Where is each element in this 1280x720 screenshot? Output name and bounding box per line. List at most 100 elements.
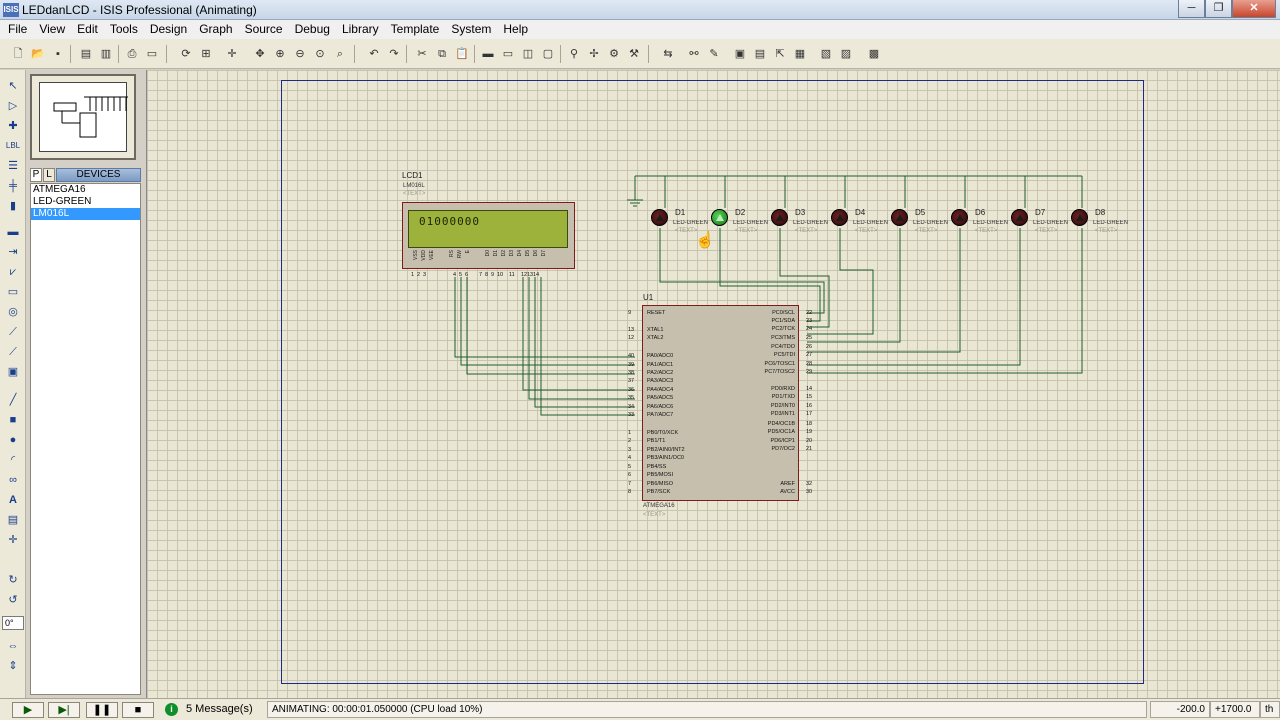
graph-mode-icon[interactable]: ⩗ — [9, 266, 17, 278]
decompose-icon[interactable]: ⚒ — [629, 48, 639, 60]
led-part-label[interactable]: LED-GREEN — [973, 220, 1009, 226]
menu-system[interactable]: System — [451, 22, 492, 36]
led-d8[interactable] — [1071, 209, 1088, 226]
step-button[interactable]: ▶| — [48, 702, 80, 718]
selection-mode-icon[interactable]: ↖ — [8, 80, 18, 92]
ares-icon[interactable]: ▩ — [868, 48, 880, 60]
block-copy-icon[interactable]: ▬ — [482, 48, 494, 60]
message-count[interactable]: 5 Message(s) — [186, 703, 253, 715]
lcd-lm016l[interactable]: 01000000 VSS VDD VEE RS RW E D0 D1 D2 D3… — [402, 202, 575, 269]
device-pins-icon[interactable]: ⇥ — [8, 246, 18, 258]
menu-edit[interactable]: Edit — [77, 22, 98, 36]
led-part-label[interactable]: LED-GREEN — [1093, 220, 1129, 226]
overview-window[interactable] — [30, 74, 136, 160]
block-delete-icon[interactable]: ▢ — [542, 48, 554, 60]
library-tab[interactable]: L — [43, 168, 55, 182]
close-button[interactable]: ✕ — [1232, 0, 1276, 18]
device-item-atmega16[interactable]: ATMEGA16 — [33, 184, 86, 195]
menu-source[interactable]: Source — [244, 22, 283, 36]
led-ref-label[interactable]: D7 — [1035, 208, 1046, 217]
print-area-icon[interactable]: ▭ — [146, 48, 158, 60]
minimize-button[interactable]: ─ — [1178, 0, 1205, 18]
led-part-label[interactable]: LED-GREEN — [673, 220, 709, 226]
led-part-label[interactable]: LED-GREEN — [793, 220, 829, 226]
led-d4[interactable] — [831, 209, 848, 226]
mcu-part-label[interactable]: ATMEGA16 — [643, 503, 675, 509]
junction-dot-icon[interactable]: ✚ — [8, 120, 18, 132]
remove-sheet-icon[interactable]: ▤ — [754, 48, 766, 60]
led-ref-label[interactable]: D4 — [855, 208, 866, 217]
message-info-icon[interactable]: i — [165, 703, 178, 716]
mirror-vertical-icon[interactable]: ⇕ — [8, 660, 18, 672]
paste-icon[interactable]: 📋 — [455, 48, 469, 60]
led-d2[interactable] — [711, 209, 728, 226]
pick-devices-tab[interactable]: P — [30, 168, 42, 182]
menu-file[interactable]: File — [8, 22, 28, 36]
play-button[interactable]: ▶ — [12, 702, 44, 718]
schematic-canvas[interactable]: LCD1 LM016L <TEXT> 01000000 VSS VDD VEE … — [146, 70, 1280, 698]
box-icon[interactable]: ■ — [9, 414, 17, 426]
text-script-icon[interactable]: ☰ — [8, 160, 18, 172]
electrical-rules-check-icon[interactable]: ▧ — [820, 48, 832, 60]
virtual-instruments-icon[interactable]: ▣ — [7, 366, 19, 378]
open-file-icon[interactable]: 📂 — [31, 48, 45, 60]
zoom-area-icon[interactable]: ⌕ — [336, 48, 344, 60]
voltage-probe-icon[interactable]: ⟋ — [9, 326, 17, 338]
menu-library[interactable]: Library — [341, 22, 379, 36]
redraw-icon[interactable]: ⟳ — [181, 48, 191, 60]
property-assignment-icon[interactable]: ✎ — [709, 48, 719, 60]
generator-icon[interactable]: ◎ — [8, 306, 18, 318]
mirror-horizontal-icon[interactable]: ⇔ — [7, 640, 19, 652]
led-part-label[interactable]: LED-GREEN — [913, 220, 949, 226]
menu-view[interactable]: View — [39, 22, 66, 36]
cut-icon[interactable]: ✂ — [417, 48, 427, 60]
menu-design[interactable]: Design — [149, 22, 188, 36]
restore-button[interactable]: ❐ — [1205, 0, 1232, 18]
netlist-transfer-icon[interactable]: ▨ — [840, 48, 852, 60]
led-ref-label[interactable]: D3 — [795, 208, 806, 217]
origin-icon[interactable]: ✛ — [227, 48, 237, 60]
mcu-ref-label[interactable]: U1 — [643, 293, 654, 302]
pan-icon[interactable]: ✥ — [255, 48, 265, 60]
marker-icon[interactable]: ✛ — [8, 534, 18, 546]
device-item-led-green[interactable]: LED-GREEN — [33, 196, 92, 207]
symbol-icon[interactable]: ▤ — [7, 514, 19, 526]
menu-template[interactable]: Template — [390, 22, 440, 36]
make-device-icon[interactable]: ✢ — [589, 48, 599, 60]
led-ref-label[interactable]: D2 — [735, 208, 746, 217]
device-item-lm016l[interactable]: LM016L — [31, 208, 140, 220]
current-probe-icon[interactable]: ⟋ — [9, 346, 17, 358]
arc-icon[interactable]: ◜ — [10, 454, 16, 466]
isis-app-icon[interactable]: ISIS — [3, 3, 19, 17]
rotation-angle-field[interactable]: 0° — [2, 616, 24, 630]
led-d1[interactable] — [651, 209, 668, 226]
undo-icon[interactable]: ↶ — [369, 48, 379, 60]
stop-button[interactable]: ■ — [122, 702, 154, 718]
pick-device-icon[interactable]: ⚲ — [569, 48, 579, 60]
menu-graph[interactable]: Graph — [199, 22, 233, 36]
copy-icon[interactable]: ⧉ — [438, 48, 446, 60]
grid-icon[interactable]: ⊞ — [201, 48, 211, 60]
led-ref-label[interactable]: D8 — [1095, 208, 1106, 217]
path-icon[interactable]: ∞ — [9, 474, 17, 486]
zoom-out-icon[interactable]: ⊖ — [295, 48, 305, 60]
led-part-label[interactable]: LED-GREEN — [1033, 220, 1069, 226]
zoom-in-icon[interactable]: ⊕ — [275, 48, 285, 60]
buses-icon[interactable]: ╪ — [9, 180, 17, 192]
bill-of-materials-icon[interactable]: ▦ — [794, 48, 806, 60]
atmega16-chip[interactable] — [642, 305, 799, 501]
circle-icon[interactable]: ● — [9, 434, 17, 446]
led-ref-label[interactable]: D1 — [675, 208, 686, 217]
zoom-all-icon[interactable]: ⊙ — [315, 48, 325, 60]
search-tag-icon[interactable]: ⚯ — [689, 48, 699, 60]
export-icon[interactable]: ▥ — [100, 48, 112, 60]
text-icon[interactable]: A — [9, 494, 17, 506]
wire-autorouter-icon[interactable]: ⇆ — [663, 48, 673, 60]
save-icon[interactable]: ▪ — [56, 48, 60, 60]
subcircuit-icon[interactable]: ▮ — [9, 200, 17, 212]
lcd-part-label[interactable]: LM016L — [403, 183, 425, 189]
terminals-icon[interactable]: ▬ — [7, 226, 19, 238]
component-mode-icon[interactable]: ▷ — [8, 100, 18, 112]
lcd-ref-label[interactable]: LCD1 — [402, 171, 423, 180]
packaging-tool-icon[interactable]: ⚙ — [609, 48, 619, 60]
